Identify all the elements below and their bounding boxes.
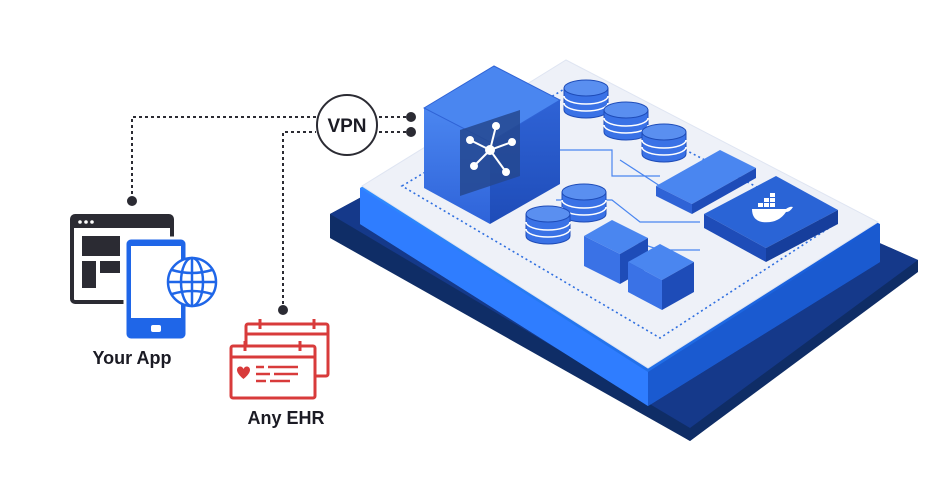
- heart-icon: [237, 366, 250, 379]
- database-icon: [563, 79, 609, 119]
- smartphone-icon: [123, 236, 189, 342]
- connector-dot: [406, 127, 416, 137]
- any-ehr-node: Any EHR: [229, 319, 330, 428]
- database-icon: [641, 123, 687, 163]
- app-vpn-connector: [131, 116, 316, 200]
- database-icon: [525, 205, 571, 245]
- server-block-icon: [656, 150, 756, 214]
- network-hub-icon: [422, 65, 562, 224]
- any-ehr-label: Any EHR: [247, 408, 324, 428]
- connector-dot: [127, 196, 137, 206]
- database-icon: [603, 101, 649, 141]
- your-app-label: Your App: [93, 348, 172, 368]
- server-block-icon: [628, 244, 694, 310]
- medical-record-icon: [229, 319, 330, 400]
- your-app-node: Your App: [70, 214, 218, 368]
- platform: [330, 59, 918, 441]
- docker-whale-icon: [704, 176, 838, 262]
- vpn-label: VPN: [327, 116, 366, 137]
- connector-dot: [406, 112, 416, 122]
- globe-icon: [166, 256, 218, 308]
- connector-dot: [278, 305, 288, 315]
- vpn-badge: VPN: [316, 94, 378, 156]
- connection-lines: [127, 112, 416, 315]
- ehr-vpn-connector: [282, 131, 316, 310]
